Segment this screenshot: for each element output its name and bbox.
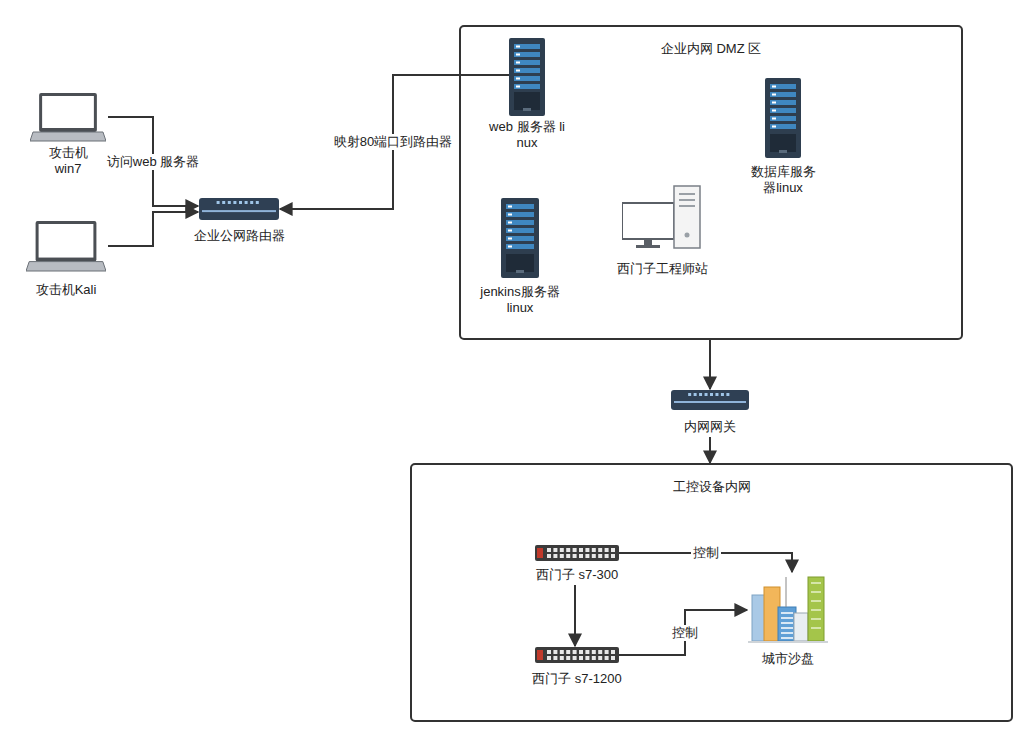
plc-node: 西门子 s7-300 bbox=[527, 545, 627, 583]
server-icon bbox=[765, 78, 801, 158]
laptop-icon bbox=[26, 220, 106, 272]
edge-label: 控制 bbox=[670, 625, 700, 641]
node-label: 攻击机Kali bbox=[21, 282, 111, 298]
workstation-icon bbox=[622, 185, 702, 249]
node-label: web 服务器 linux bbox=[489, 119, 565, 151]
node-label: 内网网关 bbox=[665, 419, 755, 435]
workstation-node: 西门子工程师站 bbox=[610, 185, 714, 277]
edge-label: 控制 bbox=[691, 545, 721, 561]
server-node: jenkins服务器linux bbox=[480, 198, 560, 316]
edge-label: 访问web 服务器 bbox=[105, 154, 201, 170]
laptop-node: 攻击机 win7 bbox=[20, 92, 116, 177]
zone-box: 工控设备内网西门子 s7-300 西门子 s7-1200 城市沙盘 bbox=[410, 463, 1013, 722]
node-label: 城市沙盘 bbox=[746, 651, 830, 667]
router-node: 内网网关 bbox=[665, 390, 755, 435]
plc-icon bbox=[535, 647, 619, 663]
plc-icon bbox=[535, 545, 619, 561]
router-icon bbox=[671, 390, 749, 410]
node-label: 企业公网路由器 bbox=[184, 228, 294, 244]
node-label: 西门子工程师站 bbox=[612, 261, 712, 277]
router-node: 企业公网路由器 bbox=[182, 198, 296, 244]
node-label: 西门子 s7-1200 bbox=[527, 671, 627, 687]
city-icon bbox=[748, 573, 828, 643]
connector bbox=[280, 75, 509, 209]
connector bbox=[619, 610, 747, 655]
server-icon bbox=[509, 38, 545, 116]
server-icon bbox=[501, 198, 539, 278]
laptop-node: 攻击机Kali bbox=[18, 220, 114, 298]
connector bbox=[709, 437, 711, 463]
plc-node: 西门子 s7-1200 bbox=[527, 647, 627, 687]
node-label: jenkins服务器linux bbox=[480, 284, 560, 316]
router-icon bbox=[199, 198, 279, 220]
laptop-icon bbox=[30, 92, 106, 142]
connector bbox=[108, 212, 198, 246]
server-node: web 服务器 linux bbox=[487, 38, 567, 151]
node-label: 数据库服务器linux bbox=[748, 164, 818, 196]
city-node: 城市沙盘 bbox=[746, 573, 830, 667]
node-label: 西门子 s7-300 bbox=[527, 567, 627, 583]
edge-label: 映射80端口到路由器 bbox=[332, 134, 454, 150]
connector bbox=[574, 585, 576, 646]
server-node: 数据库服务器linux bbox=[743, 78, 823, 196]
node-label: 攻击机 win7 bbox=[43, 145, 93, 177]
connector bbox=[709, 340, 711, 389]
zone-box: 企业内网 DMZ 区web 服务器 linux数据库服务器linuxjenkin… bbox=[459, 25, 963, 340]
zone-title: 工控设备内网 bbox=[412, 479, 1011, 495]
